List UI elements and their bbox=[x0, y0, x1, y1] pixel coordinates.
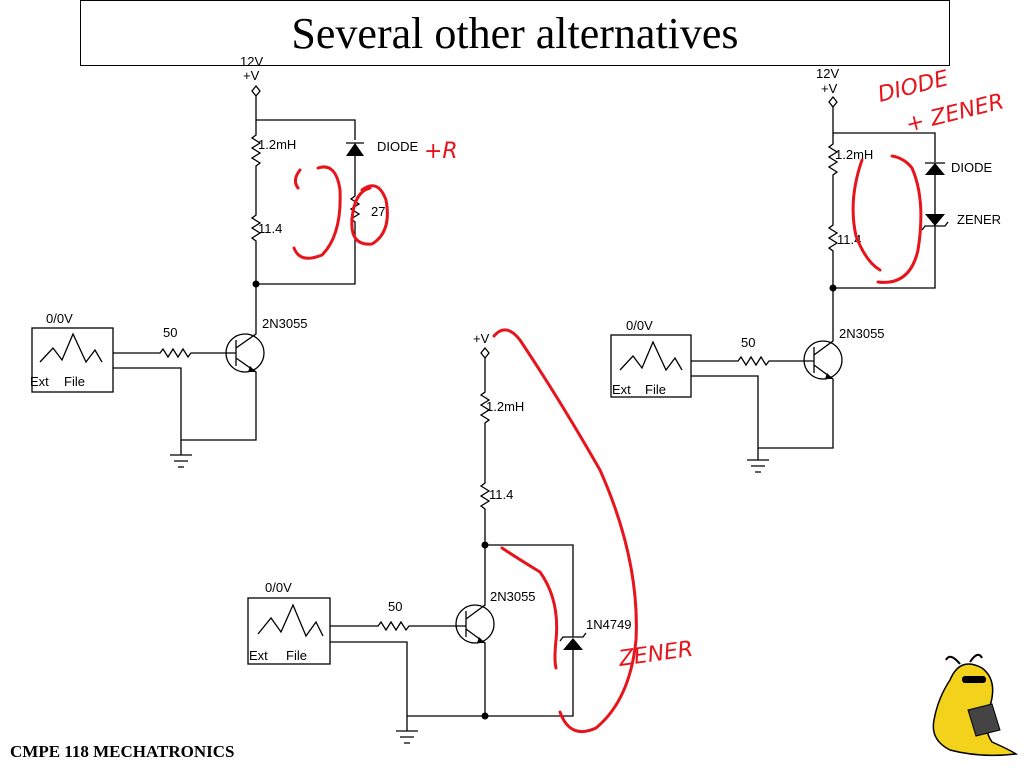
bottom-emitter-arrow bbox=[477, 637, 485, 643]
bottom-zener-symbol bbox=[563, 638, 583, 650]
right-inductor-label: 1.2mH bbox=[835, 147, 873, 162]
slide-title: Several other alternatives bbox=[291, 9, 739, 58]
right-base-resistor bbox=[691, 355, 814, 367]
bottom-transistor bbox=[455, 604, 495, 644]
left-source-file: File bbox=[64, 374, 85, 389]
right-ink-loop bbox=[851, 154, 923, 284]
left-supply-plus: +V bbox=[243, 68, 260, 83]
right-source-box bbox=[610, 334, 692, 398]
left-ground-icon bbox=[170, 440, 192, 468]
bottom-base-resistor-label: 50 bbox=[388, 599, 402, 614]
right-source-wave bbox=[619, 340, 683, 372]
bottom-source-wave bbox=[257, 603, 324, 638]
right-source-value: 0/0V bbox=[626, 318, 653, 333]
left-ink-note: +R bbox=[424, 139, 458, 164]
bottom-ground-icon bbox=[396, 716, 418, 744]
right-ink-note-line1: DIODE bbox=[875, 66, 951, 108]
bottom-source-box bbox=[247, 597, 331, 665]
banana-slug-mascot bbox=[932, 653, 1019, 757]
right-top-wire bbox=[832, 107, 936, 162]
right-transistor-leads bbox=[691, 325, 834, 449]
bottom-source-ext: Ext bbox=[249, 648, 268, 663]
left-base-resistor bbox=[113, 347, 236, 359]
right-transistor bbox=[803, 340, 843, 380]
right-source-ext: Ext bbox=[612, 382, 631, 397]
bottom-base-resistor bbox=[330, 620, 466, 632]
left-transistor-leads bbox=[113, 318, 257, 441]
left-ink-circles bbox=[292, 165, 389, 260]
bottom-coil bbox=[479, 358, 491, 545]
right-supply-terminal bbox=[828, 95, 838, 109]
left-emitter-arrow bbox=[248, 366, 256, 372]
left-resistor-label: 11.4 bbox=[258, 221, 282, 236]
right-zener-symbol bbox=[925, 214, 945, 226]
bottom-source-value: 0/0V bbox=[265, 580, 292, 595]
bottom-zener-bar bbox=[559, 632, 587, 642]
right-ground-icon bbox=[747, 448, 769, 473]
circuit-left: 12V +V 1.2mH 11.4 DIODE 27 2N3055 50 0/0… bbox=[30, 54, 419, 468]
bottom-resistor-label: 11.4 bbox=[489, 487, 513, 502]
bottom-supply-terminal bbox=[480, 346, 490, 360]
bottom-transistor-label: 2N3055 bbox=[490, 589, 536, 604]
right-supply-plus: +V bbox=[821, 81, 838, 96]
bottom-ink-arc bbox=[492, 328, 638, 733]
left-transistor-label: 2N3055 bbox=[262, 316, 308, 331]
title-box: Several other alternatives bbox=[80, 0, 950, 66]
right-base-resistor-label: 50 bbox=[741, 335, 755, 350]
left-diode-symbol bbox=[346, 143, 364, 156]
left-supply-voltage: 12V bbox=[240, 54, 263, 69]
left-supply-terminal bbox=[251, 84, 261, 98]
left-snubber-label: 27 bbox=[371, 204, 385, 219]
left-base-resistor-label: 50 bbox=[163, 325, 177, 340]
circuit-bottom: +V 1.2mH 11.4 1N4749 2N3055 50 0/0V Ext … bbox=[247, 331, 632, 744]
bottom-zener-wire bbox=[485, 544, 574, 717]
left-top-wire bbox=[255, 96, 356, 140]
bottom-inductor-label: 1.2mH bbox=[486, 399, 524, 414]
right-emitter-arrow bbox=[825, 373, 833, 379]
right-supply-voltage: 12V bbox=[816, 66, 839, 81]
right-source-file: File bbox=[645, 382, 666, 397]
mascot-antennae bbox=[945, 653, 983, 665]
right-zener-label: ZENER bbox=[957, 212, 1001, 227]
right-clamp-wire bbox=[833, 175, 936, 289]
circuit-right: 12V +V 1.2mH 11.4 DIODE ZENER 2N3055 50 … bbox=[610, 66, 1001, 473]
mascot-laptop bbox=[967, 703, 1001, 737]
handwritten-annotations: +R DIODE + ZENER ZENER bbox=[292, 66, 1007, 733]
left-diode-label: DIODE bbox=[377, 139, 419, 154]
bottom-source-file: File bbox=[286, 648, 307, 663]
right-diode-symbol bbox=[925, 163, 945, 175]
left-inductor-label: 1.2mH bbox=[258, 137, 296, 152]
left-snubber-wire bbox=[256, 156, 361, 285]
left-source-value: 0/0V bbox=[46, 311, 73, 326]
left-coil bbox=[250, 120, 262, 284]
right-transistor-label: 2N3055 bbox=[839, 326, 885, 341]
bottom-ink-note: ZENER bbox=[616, 637, 694, 672]
bottom-transistor-leads bbox=[330, 588, 486, 717]
left-source-wave bbox=[39, 332, 103, 364]
bottom-supply-plus: +V bbox=[473, 331, 490, 346]
left-source-ext: Ext bbox=[30, 374, 49, 389]
bottom-zener-label: 1N4749 bbox=[586, 617, 632, 632]
mascot-sunglasses bbox=[962, 676, 986, 683]
left-source-box bbox=[31, 327, 114, 393]
right-diode-label: DIODE bbox=[951, 160, 993, 175]
footer-course-label: CMPE 118 MECHATRONICS bbox=[10, 742, 235, 761]
right-coil bbox=[827, 133, 839, 288]
